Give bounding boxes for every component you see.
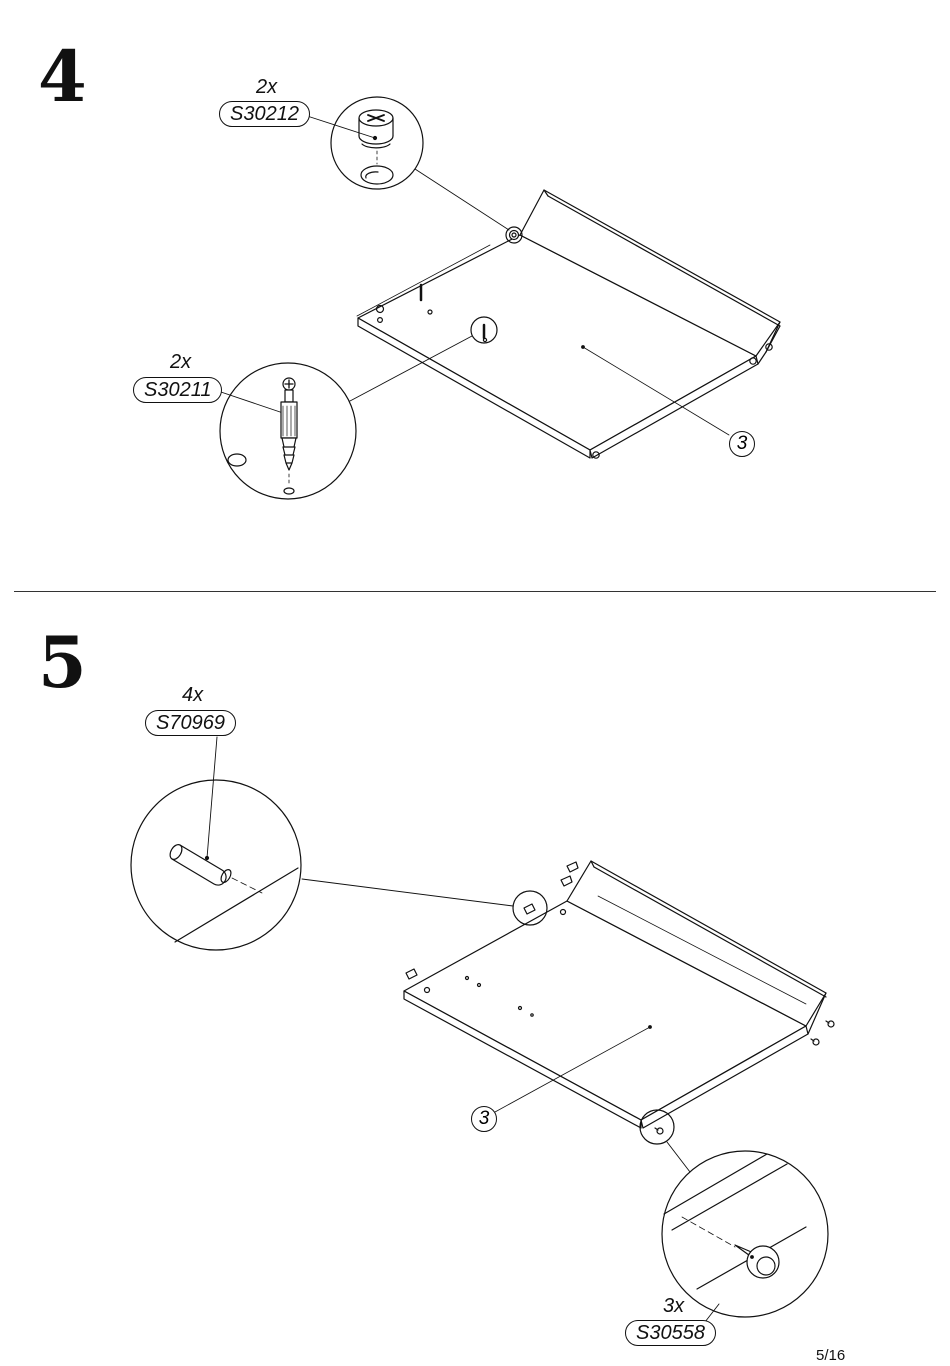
qty-label: 2x — [170, 351, 191, 374]
qty-label: 3x — [663, 1295, 684, 1318]
part-code-badge: S30212 — [219, 101, 310, 127]
part-code-badge: S70969 — [145, 710, 236, 736]
part-code-badge: S30558 — [625, 1320, 716, 1346]
step-number-4: 4 — [38, 42, 87, 112]
page-number: 5/16 — [816, 1347, 845, 1364]
part-code-badge: S30211 — [133, 377, 222, 403]
part-number-circle: 3 — [471, 1106, 497, 1132]
qty-label: 4x — [182, 684, 203, 707]
step4-panel — [215, 97, 780, 499]
section-divider — [14, 591, 936, 592]
step-number-5: 5 — [38, 628, 87, 698]
qty-label: 2x — [256, 76, 277, 99]
part-number-circle: 3 — [729, 431, 755, 457]
step5-panel — [131, 737, 834, 1322]
